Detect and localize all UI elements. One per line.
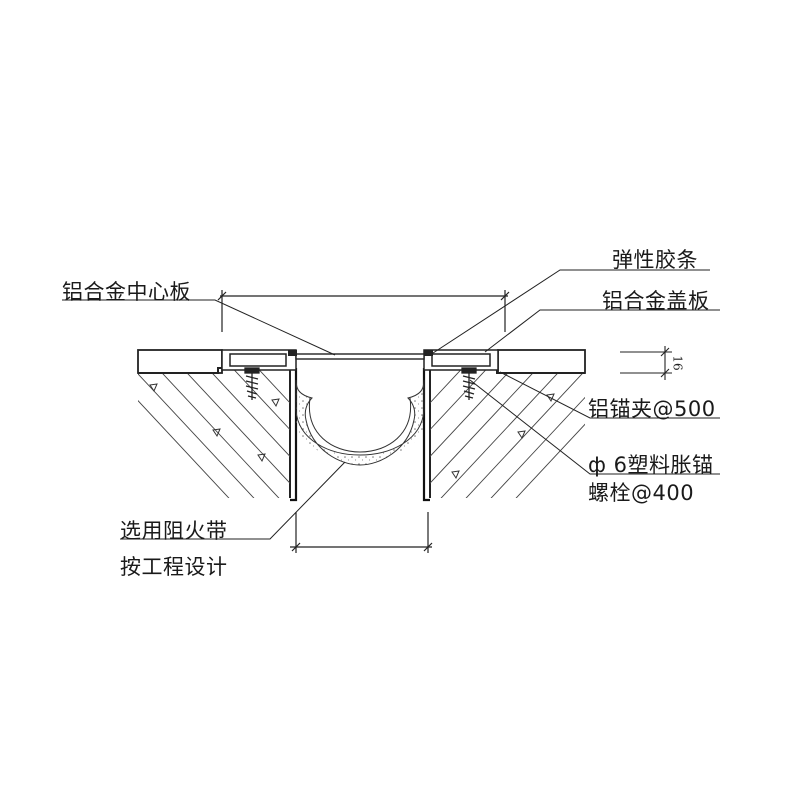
label-fire-barrier-line2: 按工程设计 — [120, 555, 228, 579]
label-fire-barrier-line1: 选用阻火带 — [120, 519, 228, 543]
anchor-bolt-left — [244, 367, 260, 400]
dimension-bottom — [290, 512, 433, 553]
dimension-thickness-text: 16 — [670, 355, 685, 371]
label-rubber-strip: 弹性胶条 — [612, 248, 698, 272]
label-cover-plate: 铝合金盖板 — [602, 289, 710, 313]
leader-lines — [62, 269, 720, 540]
fire-barrier — [295, 379, 425, 466]
anchor-bolt-right — [461, 367, 477, 400]
dimension-thickness — [620, 346, 672, 380]
dimension-top — [217, 290, 510, 332]
label-bolt-line2: 螺栓@400 — [588, 481, 695, 505]
aluminum-base-profile — [221, 349, 499, 371]
aluminum-center-plate — [288, 350, 433, 360]
label-anchor-clip: 铝锚夹@500 — [588, 397, 716, 421]
left-concrete-slab — [138, 367, 291, 498]
label-center-plate: 铝合金中心板 — [62, 280, 191, 304]
label-bolt-line1: ф 6塑料胀锚 — [588, 453, 714, 477]
